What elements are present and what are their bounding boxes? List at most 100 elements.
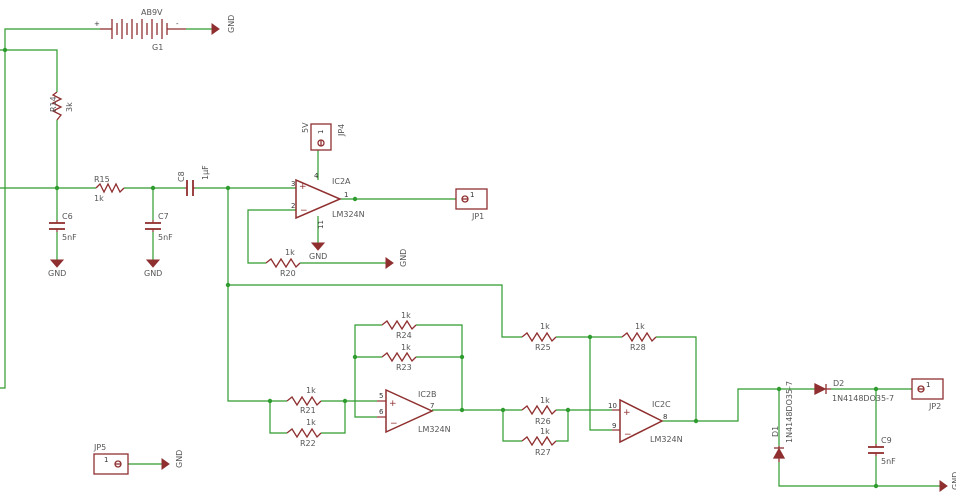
- ic2a-pin-vee: 11: [317, 220, 325, 229]
- c7-value: 5nF: [158, 233, 173, 242]
- diode-bodies: [772, 382, 831, 462]
- gnd-icon: [385, 257, 394, 269]
- c9-value: 5nF: [881, 457, 896, 466]
- r28-value: 1k: [635, 322, 645, 331]
- r22-name: R22: [300, 439, 316, 448]
- junction: [225, 185, 231, 191]
- gnd-icon: [145, 259, 161, 268]
- wire-top-to-r14: [0, 49, 58, 92]
- diode-d2: [814, 382, 831, 396]
- d2-name: D2: [833, 379, 844, 388]
- jp1-name: JP1: [471, 212, 484, 221]
- resistor-r14: [51, 91, 63, 121]
- c6-value: 5nF: [62, 233, 77, 242]
- r25-name: R25: [535, 343, 551, 352]
- wire-node-to-r25: [228, 284, 522, 338]
- gnd-icon: [49, 259, 65, 268]
- resistor-r24: [381, 319, 417, 331]
- battery-g1: [100, 19, 186, 39]
- d2-value: 1N4148DO35-7: [832, 394, 894, 403]
- resistor-r27: [521, 435, 557, 447]
- r28-name: R28: [630, 343, 646, 352]
- r15-name: R15: [94, 175, 110, 184]
- capacitor-c7: [145, 222, 161, 230]
- d1-value: 1N4148DO35-7: [785, 381, 794, 443]
- gnd-label: GND: [309, 252, 327, 261]
- gnd-label: GND: [399, 249, 408, 267]
- jp2-pin: 1: [926, 381, 930, 389]
- ic2b-name: IC2B: [418, 390, 437, 399]
- wire-left-rail: [0, 28, 100, 389]
- wire-r24-right: [416, 324, 463, 410]
- ic2c-minus-sign: −: [624, 430, 632, 440]
- resistor-r15: [95, 182, 125, 194]
- gnd-icon: [211, 23, 220, 35]
- capacitor-c8: [186, 180, 194, 196]
- capacitor-bodies: [49, 180, 884, 454]
- junction: [459, 407, 465, 413]
- wire-node-down: [227, 188, 287, 402]
- junction: [352, 354, 358, 360]
- ic2a-minus-sign: −: [300, 206, 308, 216]
- battery-minus: -: [176, 20, 179, 28]
- junction: [776, 386, 782, 392]
- c8-name: C8: [177, 171, 186, 182]
- opamp-ic2c: [619, 398, 664, 444]
- opamp-bodies: [295, 178, 664, 444]
- wire-ic2c-minus: [589, 337, 612, 431]
- ic2a-pin-minus: 2: [291, 202, 295, 210]
- gnd-label: GND: [175, 450, 184, 468]
- junction: [693, 418, 699, 424]
- resistor-r25: [521, 331, 557, 343]
- ic2b-minus-sign: −: [390, 419, 398, 429]
- opamp-ic2a: [295, 178, 342, 220]
- wires: [0, 28, 940, 487]
- junction: [565, 407, 571, 413]
- battery-plus: +: [94, 20, 100, 28]
- jp2-name: JP2: [928, 402, 941, 411]
- junction: [873, 483, 879, 489]
- jumper-jp4: [310, 123, 332, 151]
- gnd-symbols: [49, 23, 948, 492]
- jumper-jp2: [911, 378, 944, 400]
- wire-r22-right: [321, 401, 346, 434]
- r27-value: 1k: [540, 427, 550, 436]
- ic2b-pin-out: 7: [430, 402, 434, 410]
- resistor-r20: [265, 257, 301, 269]
- ic2b-pin-minus: 6: [379, 408, 384, 416]
- gnd-label: GND: [227, 15, 236, 33]
- junction: [459, 354, 465, 360]
- r20-value: 1k: [285, 248, 295, 257]
- resistor-r28: [621, 331, 657, 343]
- jp5-pin: 1: [104, 456, 108, 464]
- junction: [2, 47, 8, 53]
- jp4-name: JP4: [337, 124, 346, 137]
- r14-name: R14: [49, 96, 58, 112]
- c7-name: C7: [158, 212, 169, 221]
- r21-name: R21: [300, 406, 316, 415]
- opamp-ic2b: [385, 388, 434, 434]
- c8-value: 1µF: [201, 165, 210, 180]
- ic2c-plus-sign: +: [623, 408, 631, 418]
- r21-value: 1k: [306, 386, 316, 395]
- ic2c-pin-minus: 9: [612, 422, 616, 430]
- ic2a-pin-out: 1: [344, 191, 348, 199]
- battery-value: AB9V: [141, 8, 163, 17]
- junction: [54, 185, 60, 191]
- ic2c-pin-plus: 10: [608, 402, 617, 410]
- junctions: [2, 47, 879, 489]
- ic2a-pin-vcc: 4: [314, 172, 319, 180]
- junction: [342, 398, 348, 404]
- gnd-icon: [310, 242, 326, 251]
- wire-ic2c-out: [662, 388, 815, 422]
- wire-d1-bot: [778, 462, 940, 487]
- junction: [587, 334, 593, 340]
- diode-d1: [772, 446, 786, 462]
- wire-ic2a-fb: [247, 209, 296, 264]
- r27-name: R27: [535, 448, 551, 457]
- junction: [225, 282, 231, 288]
- wire-r28-right: [656, 336, 697, 421]
- jp4-net: 5V: [301, 122, 310, 133]
- junction: [267, 398, 273, 404]
